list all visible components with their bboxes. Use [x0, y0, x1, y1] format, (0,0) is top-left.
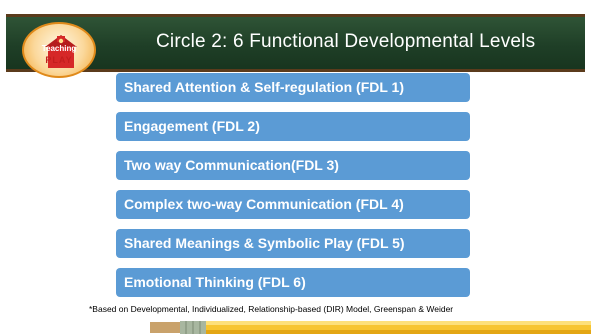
chalkboard-title-banner: Circle 2: 6 Functional Developmental Lev… — [6, 14, 585, 72]
fdl-level-1: Shared Attention & Self-regulation (FDL … — [116, 73, 470, 102]
schoolhouse-icon — [45, 35, 77, 68]
slide-title: Circle 2: 6 Functional Developmental Lev… — [156, 31, 536, 52]
logo-text-teaching: Teaching — [41, 44, 77, 53]
fdl-level-3: Two way Communication(FDL 3) — [116, 151, 470, 180]
fdl-level-4: Complex two-way Communication (FDL 4) — [116, 190, 470, 219]
fdl-level-6: Emotional Thinking (FDL 6) — [116, 268, 470, 297]
pencil-icon — [150, 321, 591, 334]
logo-text-play: PLAY — [45, 55, 73, 65]
fdl-level-5: Shared Meanings & Symbolic Play (FDL 5) — [116, 229, 470, 258]
fdl-level-2: Engagement (FDL 2) — [116, 112, 470, 141]
source-footnote: *Based on Developmental, Individualized,… — [89, 304, 454, 314]
teaching-play-logo: Teaching PLAY — [22, 22, 96, 78]
